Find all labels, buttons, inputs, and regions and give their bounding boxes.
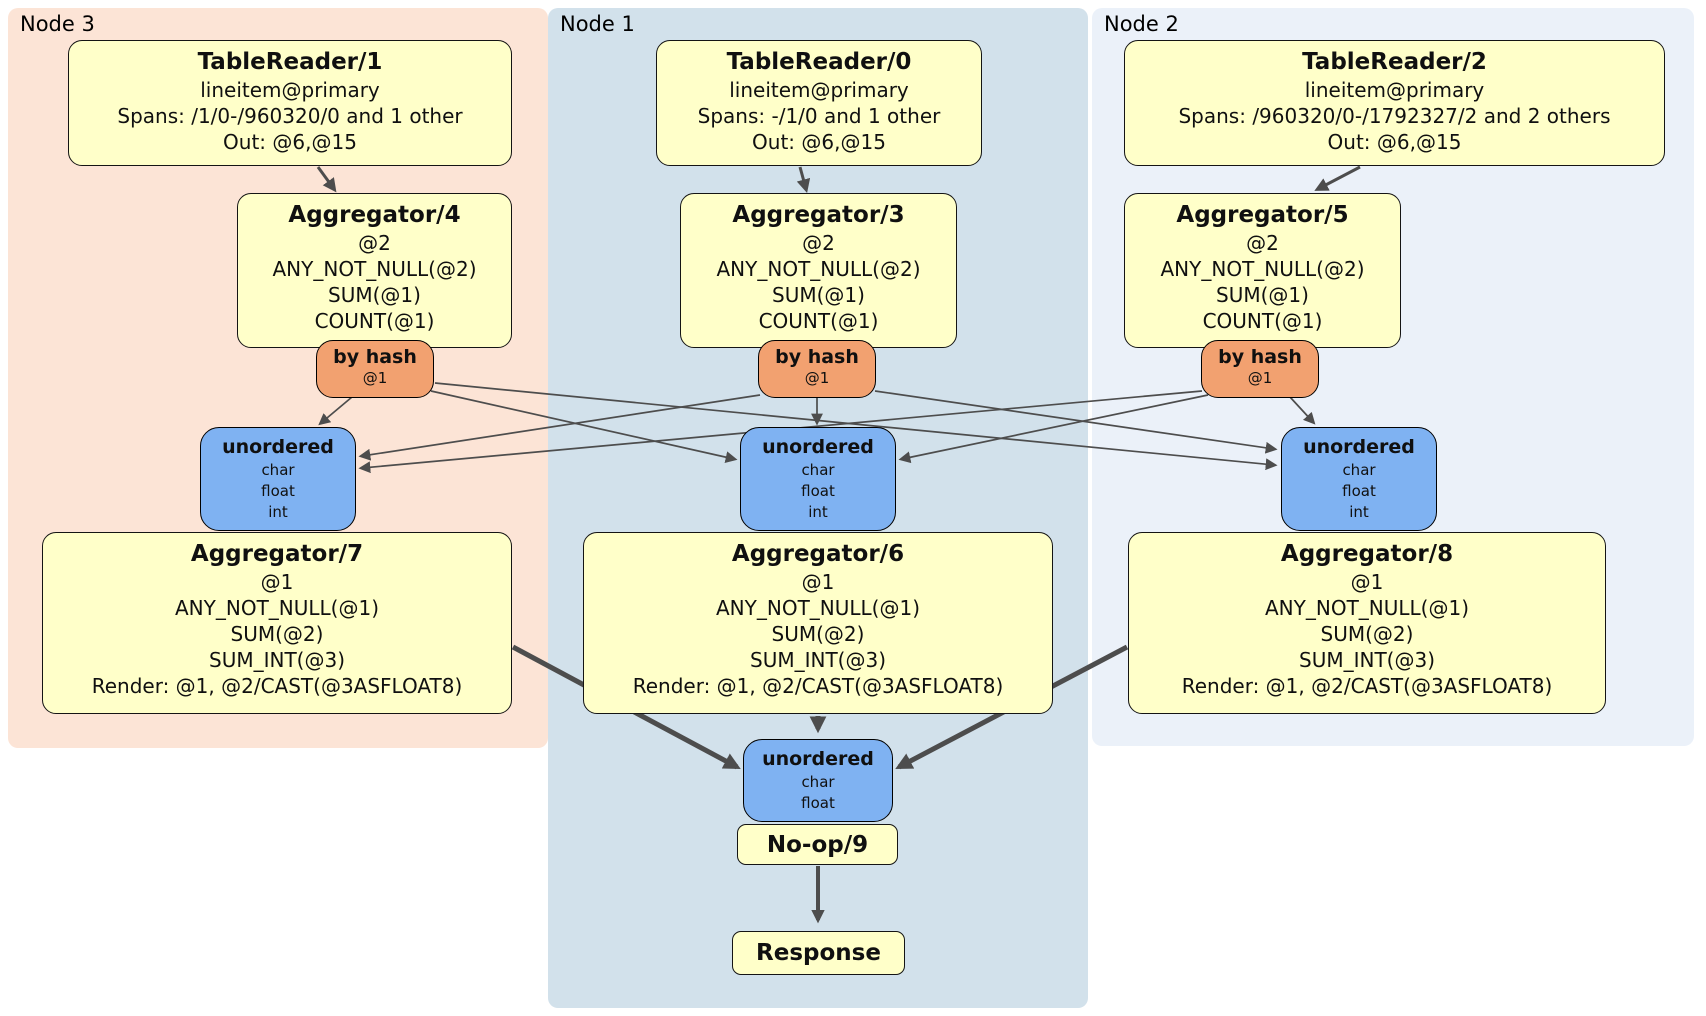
router-line: @1 xyxy=(362,369,388,387)
box-line: Render: @1, @2/CAST(@3ASFLOAT8) xyxy=(1181,674,1553,698)
box-line: ANY_NOT_NULL(@2) xyxy=(716,257,921,281)
unordered-sync-node1: unordered char float int xyxy=(740,427,896,531)
box-line: SUM_INT(@3) xyxy=(209,648,345,672)
box-line: Spans: /960320/0-/1792327/2 and 2 others xyxy=(1178,104,1611,128)
hash-router-node1: by hash @1 xyxy=(758,340,876,398)
edge-tr2-agg5 xyxy=(1314,165,1361,191)
box-line: Render: @1, @2/CAST(@3ASFLOAT8) xyxy=(632,674,1004,698)
sync-title: unordered xyxy=(762,436,874,458)
box-title: No-op/9 xyxy=(766,831,869,858)
sync-line: char xyxy=(801,461,835,479)
box-title: Aggregator/6 xyxy=(731,541,905,567)
box-line: COUNT(@1) xyxy=(1202,309,1323,333)
router-title: by hash xyxy=(333,346,417,368)
sync-line: char xyxy=(261,461,295,479)
box-line: Spans: /1/0-/960320/0 and 1 other xyxy=(117,104,463,128)
box-title: Response xyxy=(756,940,881,966)
box-line: SUM(@1) xyxy=(772,283,865,307)
edge-router4-sync1 xyxy=(430,390,738,463)
box-line: COUNT(@1) xyxy=(758,309,879,333)
box-line: Spans: -/1/0 and 1 other xyxy=(697,104,941,128)
hash-router-node2: by hash @1 xyxy=(1201,340,1319,398)
sync-line: int xyxy=(1349,503,1369,521)
box-line: SUM(@2) xyxy=(230,622,324,646)
box-line: lineitem@primary xyxy=(729,78,909,102)
region-label-node3: Node 3 xyxy=(20,12,95,36)
box-line: @1 xyxy=(801,570,835,594)
aggregator-7-box: Aggregator/7 @1 ANY_NOT_NULL(@1) SUM(@2)… xyxy=(42,532,512,714)
sync-line: int xyxy=(268,503,288,521)
table-reader-1-box: TableReader/1 lineitem@primary Spans: /1… xyxy=(68,40,512,166)
edge-router5-sync2 xyxy=(1289,396,1316,425)
aggregator-4-box: Aggregator/4 @2 ANY_NOT_NULL(@2) SUM(@1)… xyxy=(237,193,512,348)
noop-box: No-op/9 xyxy=(737,824,898,865)
box-line: COUNT(@1) xyxy=(314,309,435,333)
sync-line: float xyxy=(801,794,835,812)
box-title: TableReader/2 xyxy=(1302,49,1487,75)
box-line: @2 xyxy=(802,231,835,255)
box-line: @1 xyxy=(1350,570,1384,594)
router-title: by hash xyxy=(775,346,859,368)
box-title: Aggregator/4 xyxy=(288,202,461,228)
aggregator-3-box: Aggregator/3 @2 ANY_NOT_NULL(@2) SUM(@1)… xyxy=(680,193,957,348)
final-unordered-sync: unordered char float xyxy=(743,739,893,822)
box-line: ANY_NOT_NULL(@1) xyxy=(716,596,920,620)
box-line: lineitem@primary xyxy=(1304,78,1485,102)
box-line: SUM(@2) xyxy=(1320,622,1414,646)
edge-router4-sync2 xyxy=(434,382,1278,471)
region-label-node2: Node 2 xyxy=(1104,12,1179,36)
box-line: ANY_NOT_NULL(@2) xyxy=(272,257,477,281)
sync-line: int xyxy=(808,503,828,521)
sync-title: unordered xyxy=(222,436,334,458)
box-line: @2 xyxy=(358,231,391,255)
region-label-node1: Node 1 xyxy=(560,12,635,36)
unordered-sync-node2: unordered char float int xyxy=(1281,427,1437,531)
box-line: Out: @6,@15 xyxy=(752,130,886,154)
router-title: by hash xyxy=(1218,346,1302,368)
edge-router5-sync1 xyxy=(898,394,1209,464)
box-line: lineitem@primary xyxy=(200,78,380,102)
aggregator-6-box: Aggregator/6 @1 ANY_NOT_NULL(@1) SUM(@2)… xyxy=(583,532,1053,714)
box-title: TableReader/1 xyxy=(197,49,383,75)
sync-line: char xyxy=(801,773,835,791)
sync-line: float xyxy=(1342,482,1376,500)
aggregator-8-box: Aggregator/8 @1 ANY_NOT_NULL(@1) SUM(@2)… xyxy=(1128,532,1606,714)
sync-line: char xyxy=(1342,461,1376,479)
box-line: ANY_NOT_NULL(@1) xyxy=(1265,596,1469,620)
edge-router3-sync3 xyxy=(358,394,761,461)
hash-router-node3: by hash @1 xyxy=(316,340,434,398)
box-line: Out: @6,@15 xyxy=(223,130,357,154)
edge-router4-sync3 xyxy=(318,396,353,426)
sync-title: unordered xyxy=(762,748,874,770)
box-title: TableReader/0 xyxy=(726,49,912,75)
sync-line: float xyxy=(261,482,295,500)
box-line: ANY_NOT_NULL(@2) xyxy=(1160,257,1365,281)
router-line: @1 xyxy=(804,369,830,387)
box-title: Aggregator/3 xyxy=(732,202,905,228)
box-line: @2 xyxy=(1246,231,1279,255)
box-line: SUM(@1) xyxy=(328,283,421,307)
table-reader-2-box: TableReader/2 lineitem@primary Spans: /9… xyxy=(1124,40,1665,166)
box-line: ANY_NOT_NULL(@1) xyxy=(175,596,379,620)
box-title: Aggregator/7 xyxy=(190,541,364,567)
box-title: Aggregator/8 xyxy=(1280,541,1454,567)
box-line: SUM_INT(@3) xyxy=(1299,648,1435,672)
unordered-sync-node3: unordered char float int xyxy=(200,427,356,531)
box-title: Aggregator/5 xyxy=(1176,202,1349,228)
box-line: SUM(@1) xyxy=(1216,283,1309,307)
box-line: Out: @6,@15 xyxy=(1327,130,1462,154)
sync-title: unordered xyxy=(1303,436,1415,458)
router-line: @1 xyxy=(1247,369,1273,387)
table-reader-0-box: TableReader/0 lineitem@primary Spans: -/… xyxy=(656,40,982,166)
box-line: SUM_INT(@3) xyxy=(750,648,886,672)
box-line: SUM(@2) xyxy=(771,622,865,646)
sync-line: float xyxy=(801,482,835,500)
edge-tr0-agg3 xyxy=(796,166,811,193)
response-box: Response xyxy=(732,931,905,975)
edge-router3-sync2 xyxy=(874,390,1278,454)
box-line: @1 xyxy=(260,570,294,594)
box-line: Render: @1, @2/CAST(@3ASFLOAT8) xyxy=(91,674,463,698)
aggregator-5-box: Aggregator/5 @2 ANY_NOT_NULL(@2) SUM(@1)… xyxy=(1124,193,1401,348)
edge-tr1-agg4 xyxy=(316,166,337,193)
